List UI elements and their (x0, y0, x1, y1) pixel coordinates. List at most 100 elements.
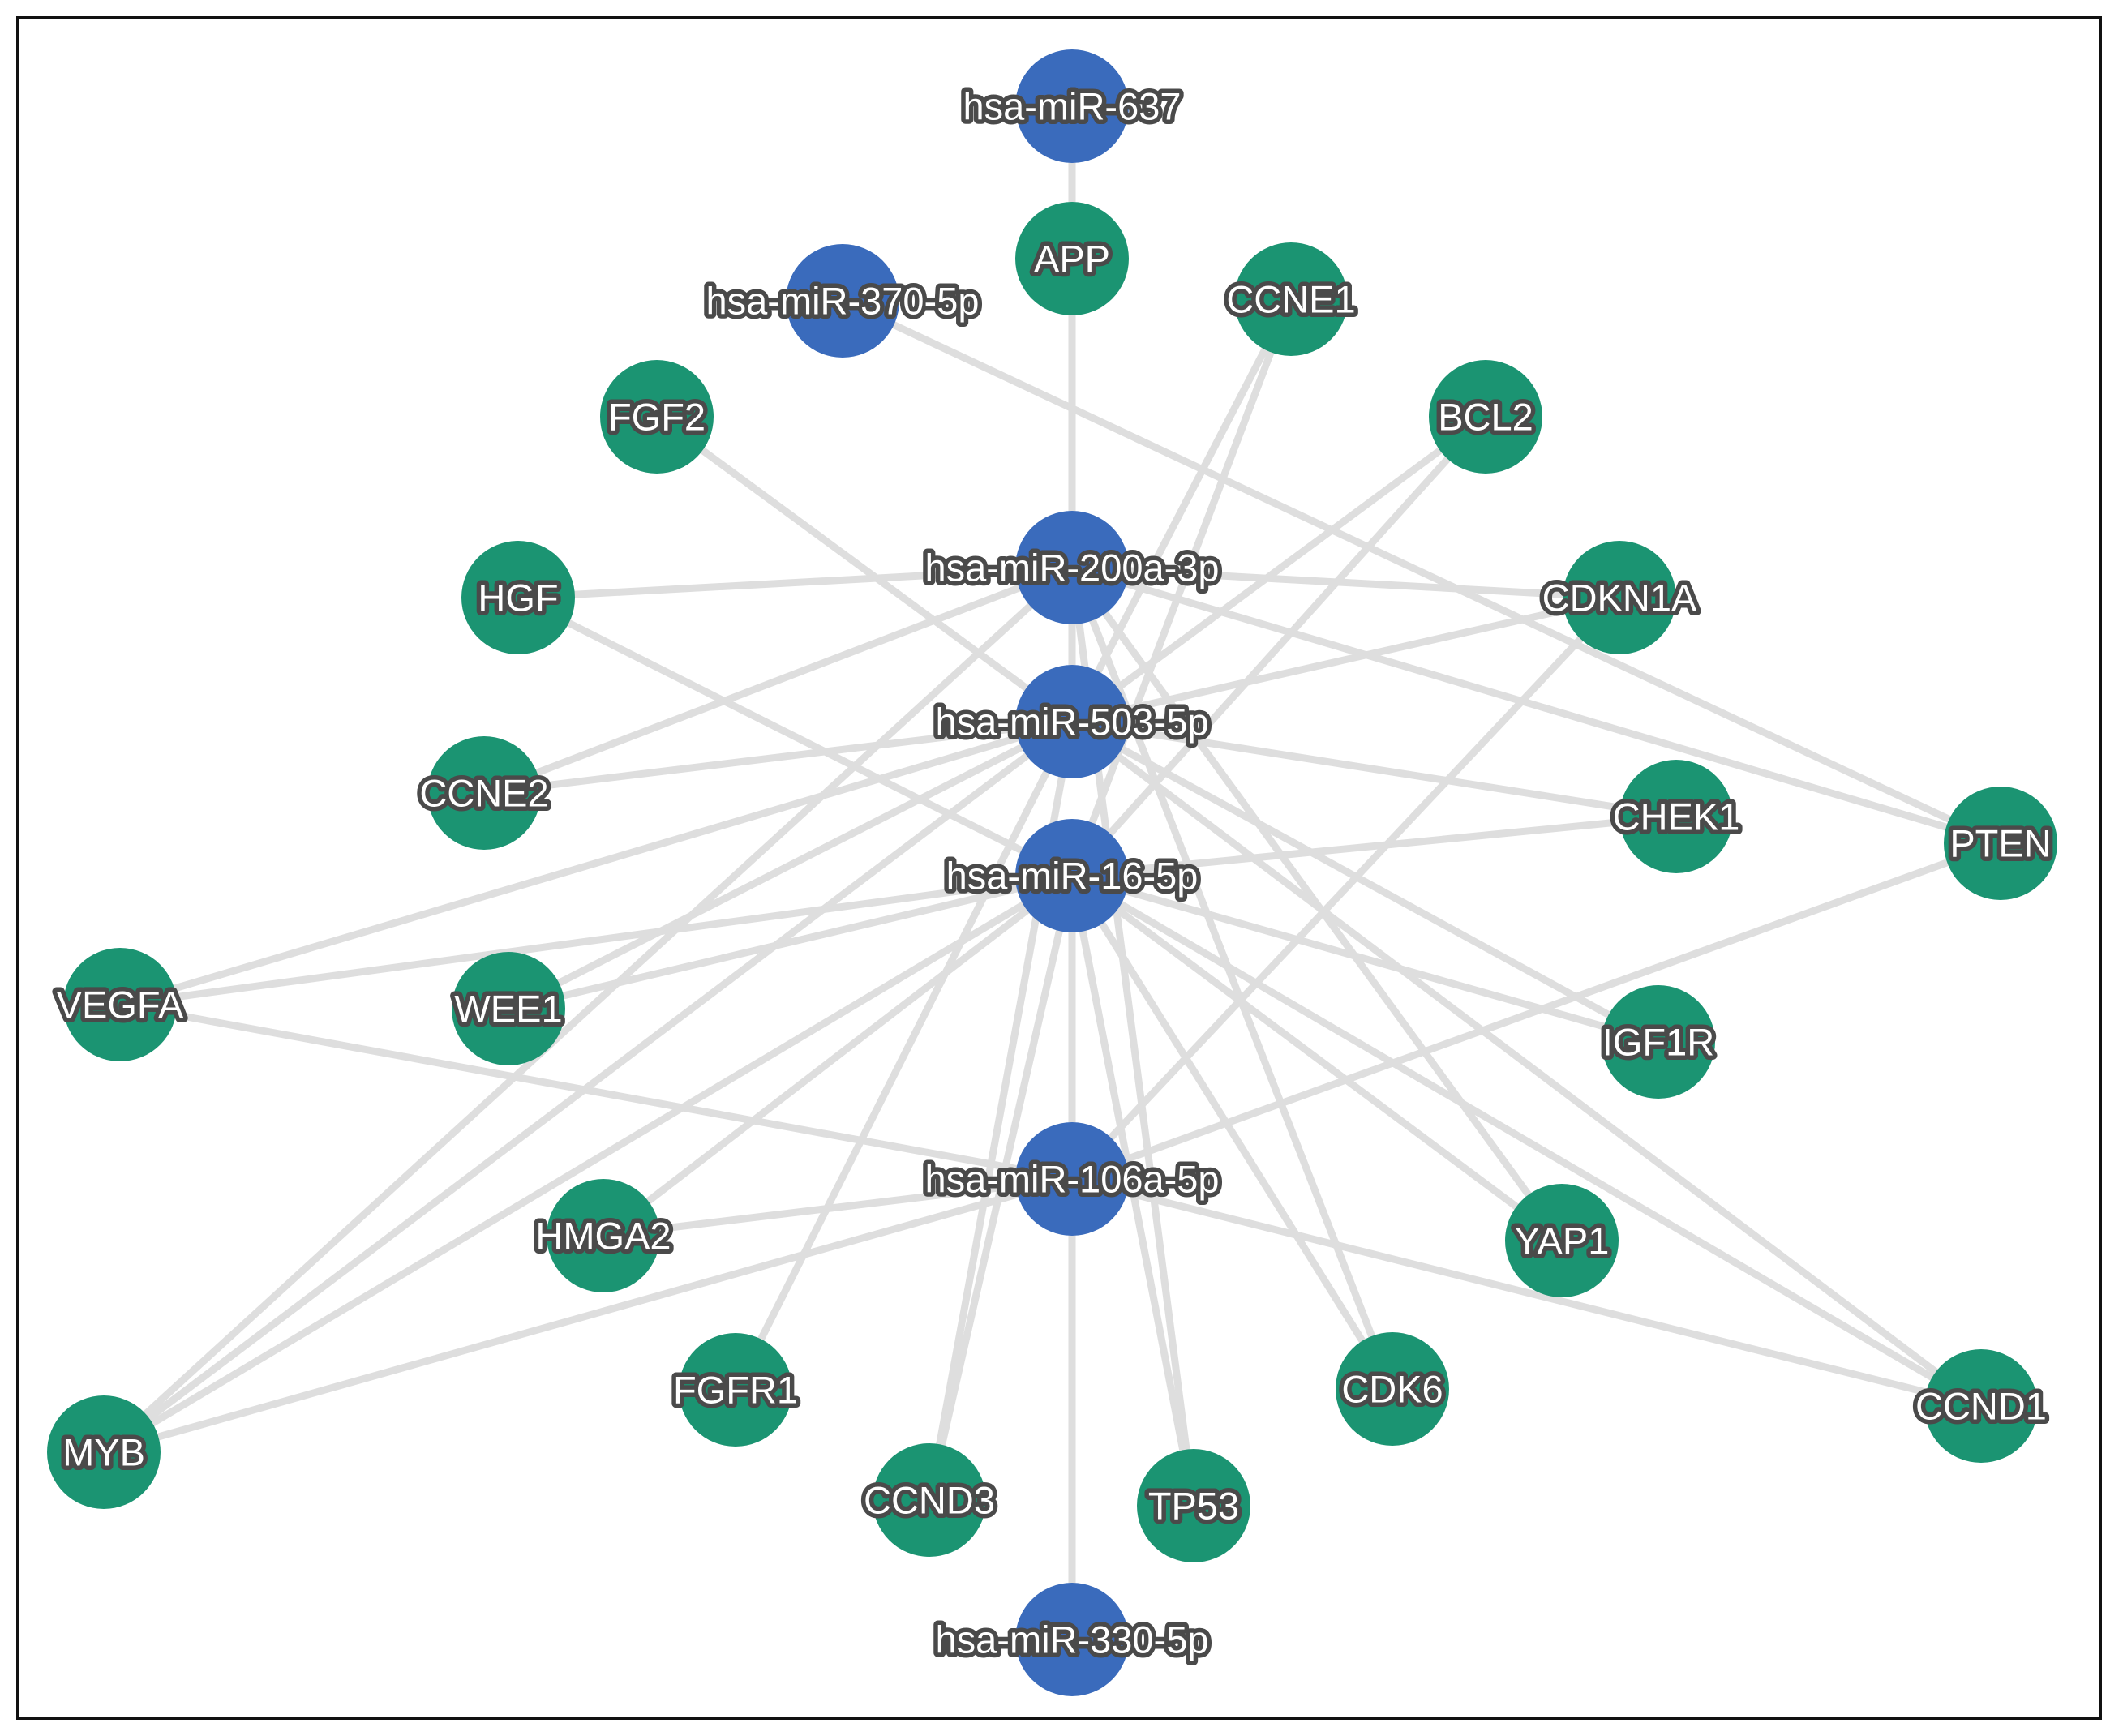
gene-node-circle (1602, 985, 1715, 1099)
edge-hsa-mir-200a-3p-to-myb (100, 564, 1076, 1456)
edge-hsa-mir-370-5p-to-pten (838, 297, 2005, 847)
edge-hsa-mir-16-5p-to-chek1 (1068, 812, 1680, 880)
node-hsa-mir-370-5p[interactable]: hsa-miR-370-5p (701, 244, 984, 358)
node-fgfr1[interactable]: FGFR1 (668, 1333, 803, 1447)
edge-hsa-mir-503-5p-to-ccne2 (480, 718, 1076, 797)
edge-hsa-mir-503-5p-to-ccnd1 (1068, 718, 1985, 1410)
edge-hsa-mir-200a-3p-to-hgf (514, 564, 1076, 602)
edge-hsa-mir-16-5p-to-ccnd1 (1068, 872, 1985, 1410)
node-label: hsa-miR-106a-5p (924, 1158, 1219, 1201)
node-label: WEE1 (454, 988, 562, 1031)
node-label: CCNE1 (1226, 278, 1355, 321)
gene-node-circle (1429, 360, 1542, 474)
node-label: CCND1 (1915, 1385, 2047, 1428)
edge-hsa-mir-200a-3p-to-ccne2 (480, 564, 1076, 797)
edge-hsa-mir-503-5p-to-igf1r (1068, 718, 1662, 1046)
gene-node-circle (1336, 1332, 1449, 1446)
node-hsa-mir-200a-3p[interactable]: hsa-miR-200a-3p (920, 511, 1224, 624)
gene-node-circle (1563, 541, 1676, 654)
edge-hsa-mir-200a-3p-to-cdk6 (1068, 564, 1396, 1393)
mirna-node-circle (1015, 1122, 1129, 1236)
node-hsa-mir-106a-5p[interactable]: hsa-miR-106a-5p (920, 1122, 1224, 1236)
node-ccnd3[interactable]: CCND3 (860, 1443, 999, 1557)
node-label: MYB (62, 1431, 145, 1474)
edge-hsa-mir-106a-5p-to-myb (100, 1175, 1076, 1456)
edge-hsa-mir-106a-5p-to-hmga2 (599, 1175, 1076, 1240)
node-hsa-mir-330-5p[interactable]: hsa-miR-330-5p (931, 1583, 1213, 1696)
node-hgf[interactable]: HGF (461, 541, 575, 654)
node-app[interactable]: APP (1015, 202, 1129, 315)
node-wee1[interactable]: WEE1 (450, 952, 567, 1065)
node-label: HMGA2 (535, 1215, 671, 1258)
gene-node-circle (1015, 202, 1129, 315)
node-layer: hsa-miR-637 hsa-miR-370-5p hsa-miR-200a-3p… (47, 49, 2057, 1696)
node-label: hsa-miR-330-5p (936, 1618, 1209, 1661)
mirna-gene-network: hsa-miR-637 hsa-miR-370-5p hsa-miR-200a-3p… (47, 49, 2057, 1696)
node-bcl2[interactable]: BCL2 (1429, 360, 1542, 474)
mirna-node-circle (1015, 1583, 1129, 1696)
gene-node-circle (1137, 1449, 1250, 1562)
edge-hsa-mir-503-5p-to-fgf2 (653, 413, 1076, 726)
edge-hsa-mir-106a-5p-to-pten (1068, 839, 2005, 1183)
gene-node-circle (873, 1443, 986, 1557)
node-label: IGF1R (1602, 1021, 1714, 1064)
node-vegfa[interactable]: VEGFA (52, 948, 189, 1061)
gene-node-circle (63, 948, 177, 1061)
edge-hsa-mir-16-5p-to-yap1 (1068, 872, 1566, 1245)
node-label: CHEK1 (1613, 795, 1740, 838)
edge-hsa-mir-200a-3p-to-cdkn1a (1068, 564, 1623, 602)
edge-layer (100, 102, 2005, 1644)
node-hmga2[interactable]: HMGA2 (531, 1179, 676, 1292)
node-label: CCND3 (864, 1479, 995, 1522)
node-label: YAP1 (1515, 1219, 1610, 1262)
gene-node-circle (600, 360, 714, 474)
mirna-node-circle (1015, 49, 1129, 163)
edge-hsa-mir-503-5p-to-cdkn1a (1068, 594, 1623, 726)
node-yap1[interactable]: YAP1 (1505, 1184, 1619, 1297)
node-label: hsa-miR-16-5p (946, 855, 1199, 898)
node-ccne1[interactable]: CCNE1 (1222, 242, 1360, 356)
node-label: VEGFA (57, 984, 184, 1027)
node-ccne2[interactable]: CCNE2 (415, 736, 553, 850)
node-label: CDK6 (1341, 1368, 1443, 1411)
node-ccnd1[interactable]: CCND1 (1911, 1349, 2051, 1463)
gene-node-circle (1619, 760, 1733, 873)
edge-hsa-mir-503-5p-to-chek1 (1068, 718, 1680, 821)
node-myb[interactable]: MYB (47, 1395, 161, 1509)
gene-node-circle (1234, 242, 1348, 356)
gene-node-circle (452, 952, 565, 1065)
edge-hsa-mir-16-5p-to-hgf (514, 594, 1076, 880)
network-frame: hsa-miR-637 hsa-miR-370-5p hsa-miR-200a-3p… (16, 16, 2102, 1720)
edge-hsa-mir-16-5p-to-ccne1 (1068, 295, 1295, 880)
edge-hsa-mir-503-5p-to-fgfr1 (731, 718, 1076, 1394)
node-tp53[interactable]: TP53 (1137, 1449, 1250, 1562)
edge-hsa-mir-16-5p-to-myb (100, 872, 1076, 1456)
node-cdk6[interactable]: CDK6 (1336, 1332, 1449, 1446)
gene-node-circle (427, 736, 541, 850)
node-hsa-mir-16-5p[interactable]: hsa-miR-16-5p (941, 819, 1203, 932)
node-hsa-mir-637[interactable]: hsa-miR-637 (959, 49, 1186, 163)
mirna-node-circle (786, 244, 899, 358)
node-fgf2[interactable]: FGF2 (600, 360, 714, 474)
edge-hsa-mir-16-5p-to-wee1 (504, 872, 1076, 1013)
node-label: TP53 (1148, 1485, 1239, 1528)
node-igf1r[interactable]: IGF1R (1598, 985, 1719, 1099)
node-pten[interactable]: PTEN (1944, 787, 2057, 900)
edge-hsa-mir-16-5p-to-vegfa (116, 872, 1076, 1009)
gene-node-circle (1505, 1184, 1619, 1297)
gene-node-circle (679, 1333, 792, 1447)
node-label: HGF (478, 577, 558, 619)
edge-hsa-mir-503-5p-to-vegfa (116, 718, 1076, 1009)
edge-hsa-mir-503-5p-to-wee1 (504, 718, 1076, 1013)
node-label: hsa-miR-200a-3p (924, 547, 1219, 589)
edge-hsa-mir-106a-5p-to-ccnd1 (1068, 1175, 1985, 1410)
node-chek1[interactable]: CHEK1 (1608, 760, 1744, 873)
node-label: hsa-miR-503-5p (936, 701, 1209, 744)
node-hsa-mir-503-5p[interactable]: hsa-miR-503-5p (931, 665, 1213, 778)
node-label: CCNE2 (419, 772, 548, 815)
node-label: CDKN1A (1542, 577, 1697, 619)
edge-hsa-mir-503-5p-to-bcl2 (1068, 413, 1490, 726)
gene-node-circle (47, 1395, 161, 1509)
node-cdkn1a[interactable]: CDKN1A (1538, 541, 1701, 654)
node-label: hsa-miR-370-5p (706, 280, 980, 323)
